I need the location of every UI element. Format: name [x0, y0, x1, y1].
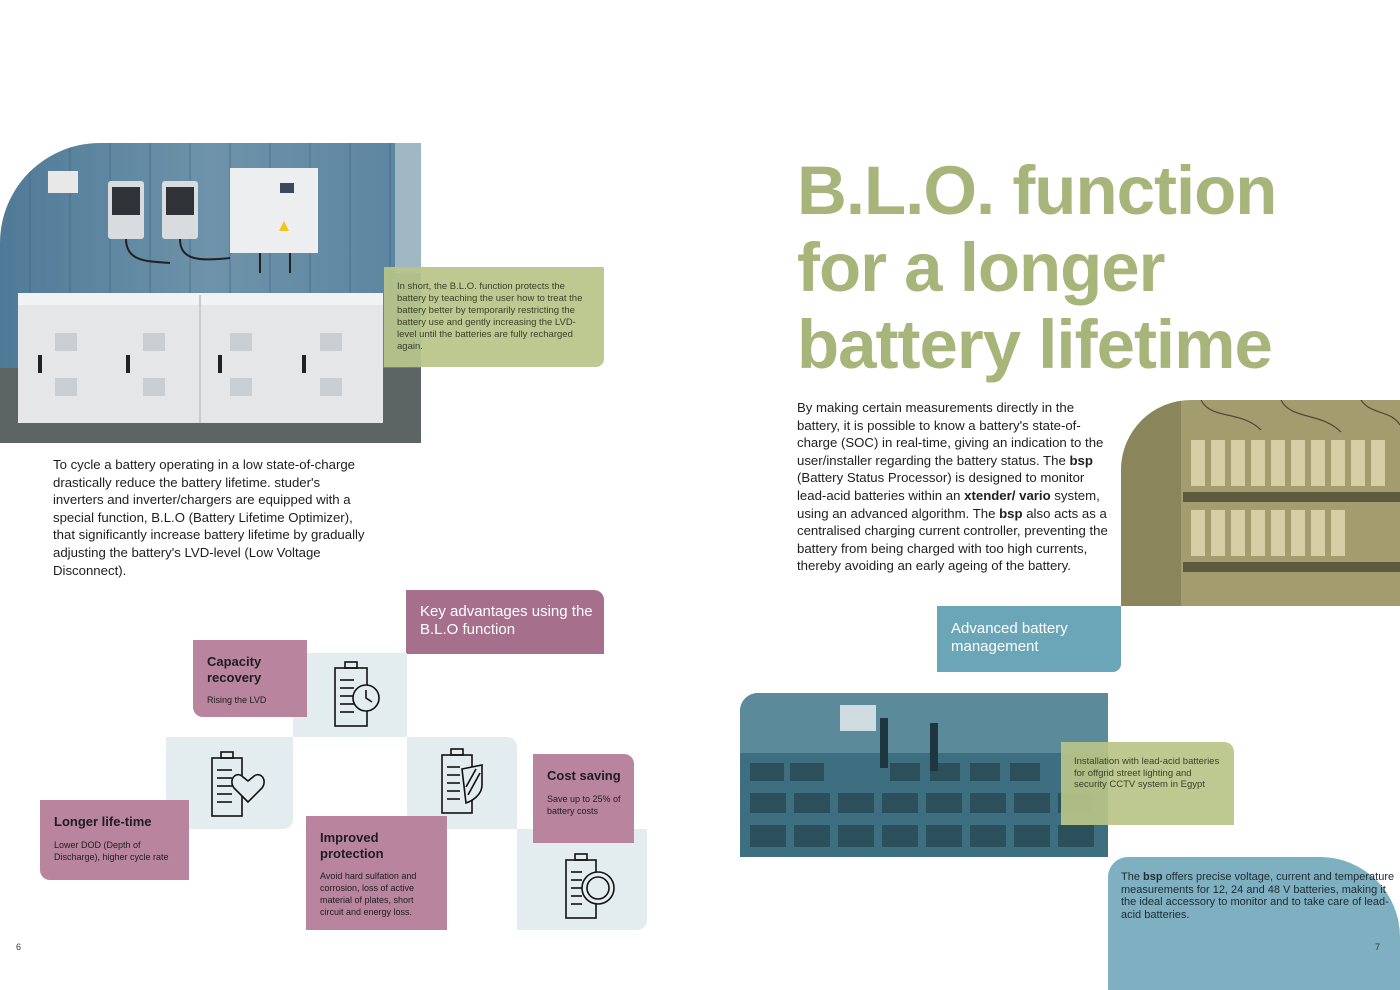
circuit-breakers-photo: [1121, 400, 1400, 606]
battery-installation-photo: [740, 693, 1108, 857]
key-advantages-heading: Key advantages using the B.L.O function: [406, 590, 604, 654]
card-cost-saving: Cost saving Save up to 25% of battery co…: [533, 754, 634, 843]
page-headline: B.L.O. function for a longer battery lif…: [797, 152, 1277, 383]
battery-shield-icon: [441, 748, 483, 814]
capacity-icon-tile: [293, 653, 407, 737]
blo-summary-text: In short, the B.L.O. function protects t…: [397, 281, 583, 352]
card-text: Save up to 25% of battery costs: [547, 793, 621, 816]
intro-paragraph: To cycle a battery operating in a low st…: [53, 457, 365, 578]
battery-clock-icon: [334, 661, 380, 727]
page-number-left: 6: [16, 942, 22, 952]
bsp-accessory-box: The bsp offers precise voltage, current …: [1108, 857, 1400, 990]
blo-summary-callout: In short, the B.L.O. function protects t…: [384, 267, 604, 367]
card-text: Lower DOD (Depth of Discharge), higher c…: [54, 839, 169, 862]
page-number-right: 7: [1375, 942, 1381, 952]
card-title: Cost saving: [547, 768, 621, 783]
card-text: Rising the LVD: [207, 695, 267, 705]
card-title: Improved protection: [320, 830, 384, 861]
card-capacity-recovery: Capacity recovery Rising the LVD: [193, 640, 307, 717]
battery-coin-icon: [565, 853, 615, 919]
card-title: Longer life-time: [54, 814, 152, 829]
card-longer-life-time: Longer life-time Lower DOD (Depth of Dis…: [40, 800, 189, 880]
battery-heart-icon: [211, 751, 265, 817]
bsp-description: By making certain measurements directly …: [797, 400, 1108, 574]
advanced-battery-management-label: Advanced battery management: [937, 606, 1121, 672]
card-improved-protection: Improved protection Avoid hard sulfation…: [306, 816, 447, 930]
battery-cabinet-photo: [0, 143, 421, 443]
card-title: Capacity recovery: [207, 654, 262, 685]
installation-caption: Installation with lead-acid batteries fo…: [1061, 742, 1234, 825]
card-text: Avoid hard sulfation and corrosion, loss…: [320, 871, 417, 917]
